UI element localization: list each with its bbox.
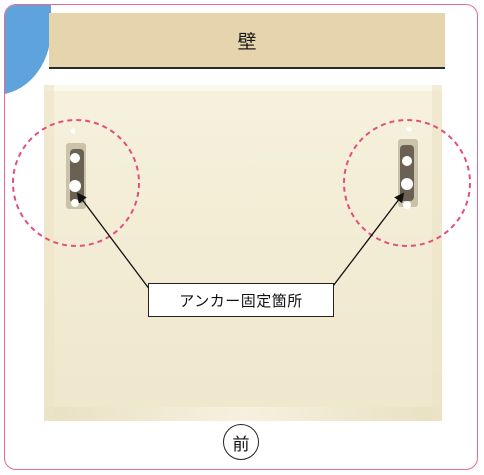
wall-label: 壁 [237, 30, 257, 53]
anchor-points-label: アンカー固定箇所 [148, 283, 334, 317]
product-panel-image [44, 85, 442, 421]
wall-bar: 壁 [49, 13, 445, 69]
left-callout-arrow [76, 192, 151, 291]
right-anchor-bracket [398, 126, 418, 209]
front-badge: 前 [223, 424, 259, 460]
right-dashed-circle [343, 119, 471, 247]
left-dashed-circle [12, 119, 140, 247]
right-callout-arrow [329, 192, 405, 291]
